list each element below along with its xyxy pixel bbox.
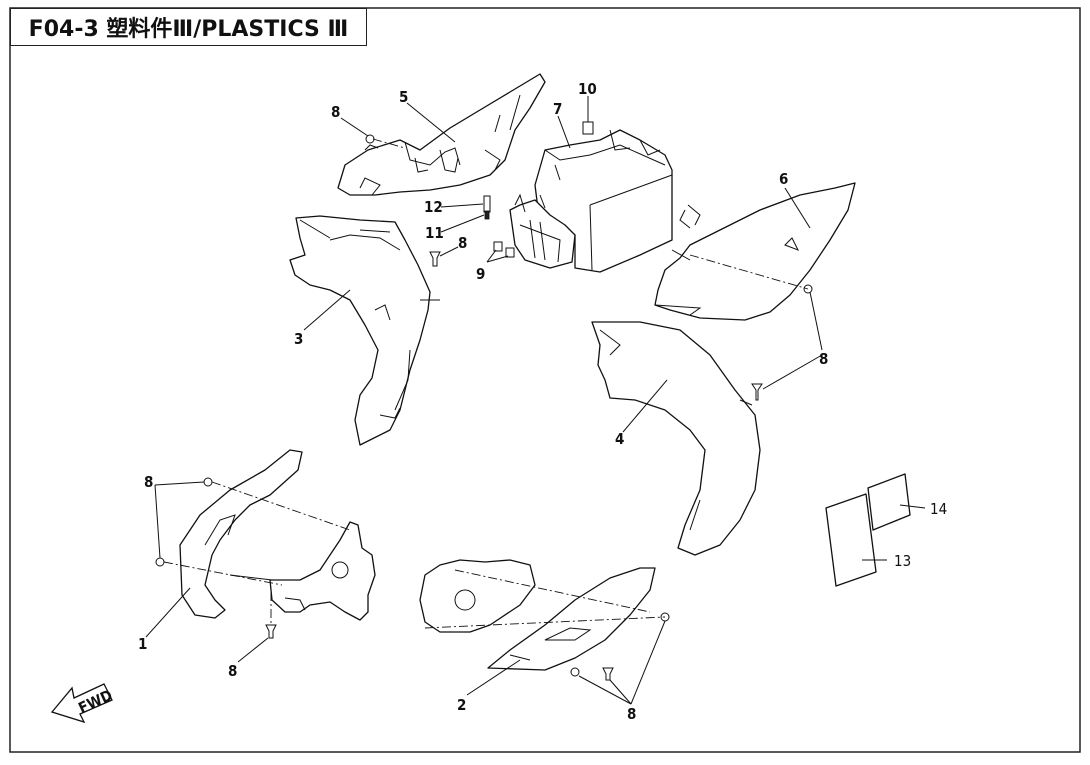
leader-lines	[145, 96, 926, 705]
screw-8-left-b	[155, 557, 165, 567]
screw-8-right-b	[751, 383, 763, 401]
callout-10: 10	[578, 80, 597, 98]
callout-11: 11	[425, 224, 444, 242]
fwd-arrow-icon	[50, 683, 113, 724]
callout-8-right: 8	[819, 350, 828, 368]
callout-4: 4	[615, 430, 624, 448]
part-5-upper-cover	[337, 73, 546, 196]
clip-9a	[493, 241, 503, 252]
callout-5: 5	[399, 88, 408, 106]
fwd-label: FWD	[76, 686, 116, 717]
callout-9: 9	[476, 265, 485, 283]
clip-10	[582, 121, 594, 135]
callout-3: 3	[294, 330, 303, 348]
callout-labels: 8 5 7 10 12 11 8 9 3 6 8 4 8 1 8 2 8 14 …	[138, 80, 947, 723]
callout-8-mid: 8	[458, 234, 467, 252]
screw-8-left-a	[203, 477, 213, 487]
callout-14: 14	[930, 500, 947, 518]
outer-border	[9, 7, 1081, 753]
callout-1: 1	[138, 635, 147, 653]
part-3-panel	[289, 215, 440, 446]
part-7-tray	[509, 129, 673, 273]
screw-8-bottom-left	[265, 624, 277, 639]
clip-11	[484, 210, 490, 220]
callout-13: 13	[894, 552, 911, 570]
part-13-decal	[825, 493, 877, 587]
part-2-plate	[419, 559, 656, 671]
callout-2: 2	[457, 696, 466, 714]
callout-6: 6	[779, 170, 788, 188]
callout-7: 7	[553, 100, 562, 118]
part-14-decal	[867, 473, 911, 531]
screw-8-bottom-b	[570, 667, 580, 677]
clip-12	[483, 195, 491, 213]
diagram-title: F04-3 塑料件Ⅲ/PLASTICS Ⅲ	[10, 8, 367, 46]
callout-8-top: 8	[331, 103, 340, 121]
callout-8-left: 8	[144, 473, 153, 491]
callout-8-bottom: 8	[627, 705, 636, 723]
callout-8-bottom-left: 8	[228, 662, 237, 680]
part-1-bracket	[179, 449, 376, 621]
screw-8-bottom-c	[602, 667, 614, 681]
clip-9b	[505, 247, 515, 258]
callout-12: 12	[424, 198, 443, 216]
screw-8-top	[365, 134, 375, 144]
part-6-panel	[654, 182, 856, 321]
screw-8-mid	[429, 251, 441, 267]
hardware-items	[155, 121, 813, 681]
assembly-lines	[163, 138, 809, 629]
part-4-fairing	[591, 321, 761, 556]
